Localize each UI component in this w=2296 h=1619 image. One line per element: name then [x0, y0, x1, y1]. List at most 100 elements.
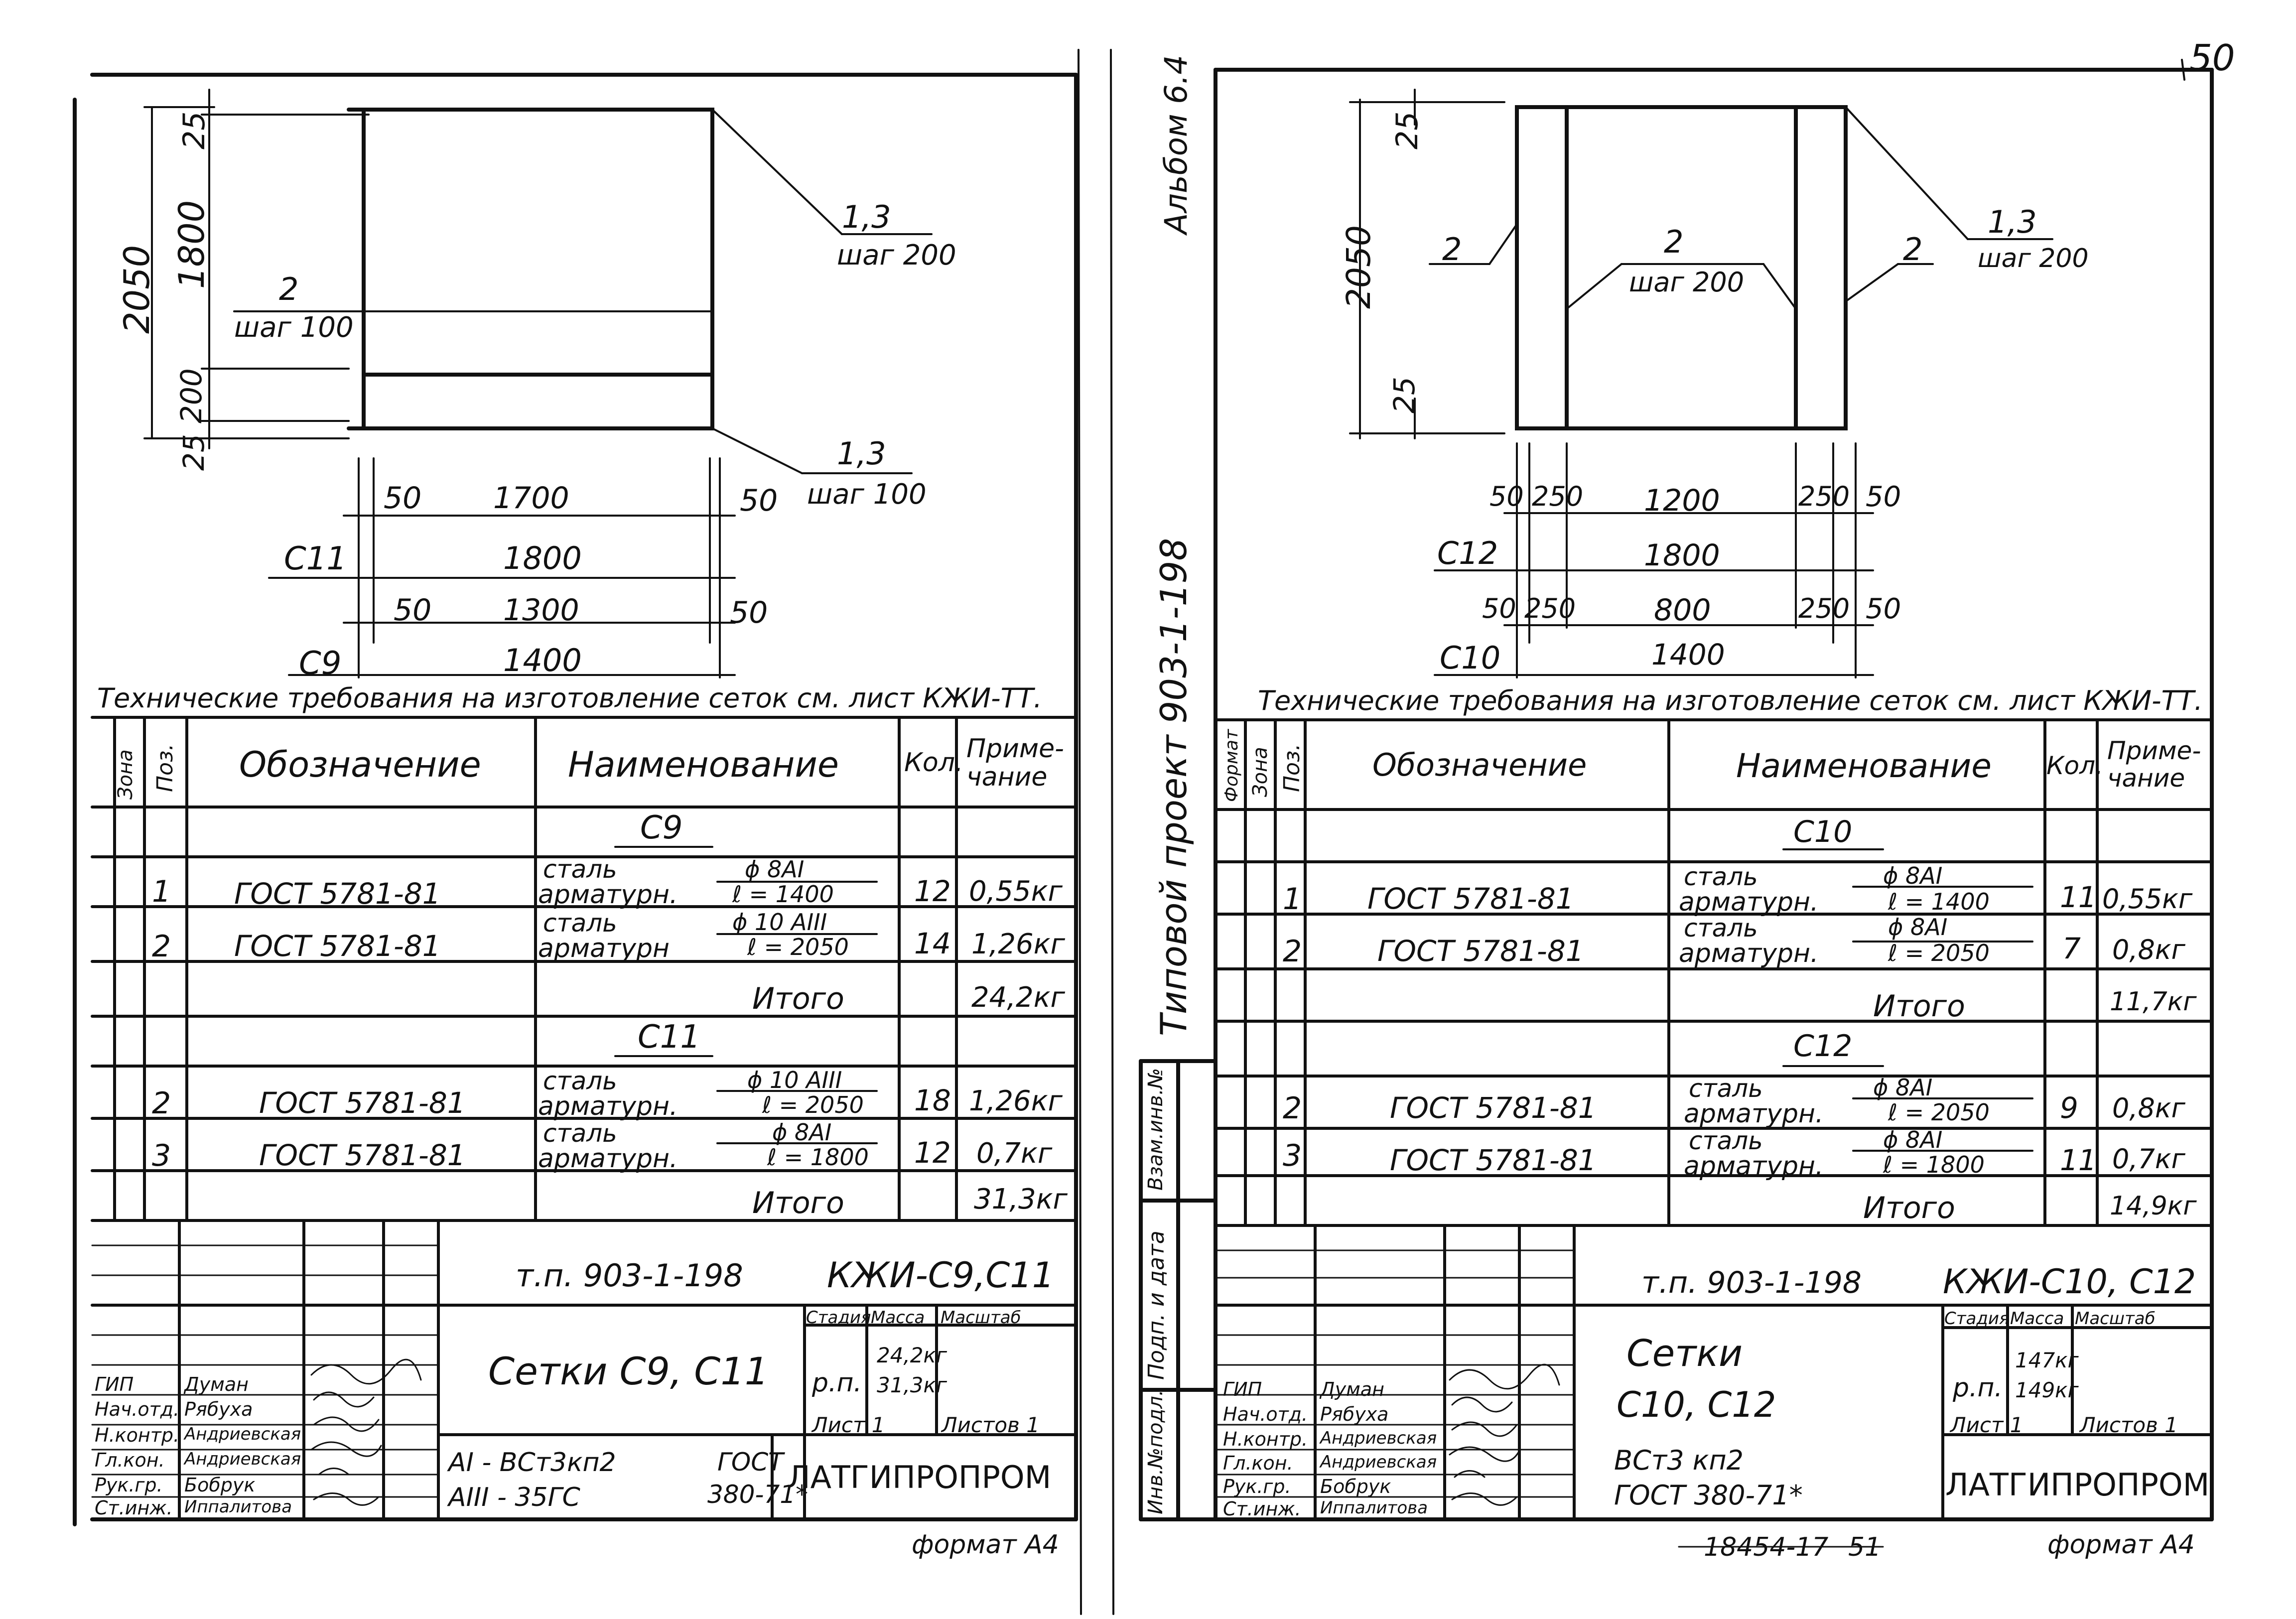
left-dim-vert-lower: 200 — [174, 368, 208, 423]
right-header-qty: Кол. — [2046, 751, 2103, 780]
left-title-block — [91, 1219, 1078, 1521]
left-dim-row3-right: 50 — [730, 595, 768, 630]
right-stamp-mass-h: Масса — [2010, 1309, 2064, 1329]
left-row3-mass: 1,26кг — [969, 1085, 1063, 1117]
left-row4-doc: ГОСТ 5781-81 — [259, 1138, 466, 1172]
left-total2-label: Итого — [752, 1186, 844, 1220]
right-row4-name2: арматурн. — [1684, 1151, 1824, 1181]
right-header-designation: Обозначение — [1372, 747, 1587, 783]
right-row3-mass: 0,8кг — [2112, 1092, 2185, 1124]
left-dim-row3-left: 50 — [394, 593, 432, 628]
left-role-4: Рук.гр. — [95, 1474, 163, 1496]
left-stamp-title: Сетки С9, С11 — [488, 1349, 769, 1393]
left-role-3: Гл.кон. — [95, 1449, 165, 1471]
right-row3-name1: сталь — [1689, 1074, 1763, 1103]
left-row2-name2: арматурн — [538, 934, 670, 963]
right-row2-name2: арматурн. — [1679, 939, 1819, 968]
left-name-4: Бобрук — [184, 1474, 256, 1496]
right-dim-vert-bottom: 25 — [1387, 377, 1421, 413]
left-stamp-material2: АIII - 35ГС — [448, 1483, 580, 1512]
right-header-format: Формат — [1221, 729, 1242, 802]
right-row4-qty: 11 — [2060, 1143, 2097, 1177]
right-row2-doc: ГОСТ 5781-81 — [1377, 934, 1584, 968]
right-row1-c: 1200 — [1644, 483, 1720, 518]
left-row3-len: ℓ = 2050 — [762, 1091, 864, 1118]
left-header-designation: Обозначение — [239, 744, 481, 785]
left-mark-c11: С11 — [284, 540, 347, 577]
right-total1-label: Итого — [1873, 989, 1965, 1024]
left-name-0: Думан — [184, 1373, 249, 1395]
left-row4-pos: 3 — [152, 1138, 171, 1173]
left-group-c11: С11 — [638, 1019, 701, 1056]
right-row2-qty: 7 — [2062, 932, 2081, 965]
right-mesh — [1515, 105, 1848, 430]
right-margin-cell-1: Подп. и дата — [1144, 1230, 1169, 1380]
right-stamp-title2: С10, С12 — [1617, 1384, 1776, 1425]
right-row1-qty: 11 — [2060, 880, 2097, 914]
right-stamp-title1: Сетки — [1626, 1332, 1743, 1375]
right-stamp-stage-h: Стадия — [1944, 1309, 2010, 1329]
right-row3-a: 50 — [1482, 593, 1516, 624]
right-header-zone: Зона — [1249, 747, 1272, 797]
left-stamp-sheet: Лист 1 — [812, 1413, 885, 1437]
right-name-1: Рябуха — [1320, 1403, 1389, 1425]
left-stamp-gost2: 380-71* — [707, 1480, 809, 1509]
left-title-rows — [91, 1244, 439, 1498]
right-row4-mass: 0,7кг — [2112, 1143, 2185, 1175]
left-row1-mass: 0,55кг — [969, 875, 1063, 908]
right-role-2: Н.контр. — [1223, 1428, 1308, 1450]
right-row2-pos: 2 — [1283, 934, 1302, 969]
right-row1-mass: 0,55кг — [2102, 883, 2193, 915]
right-row2-dia: ϕ 8АI — [1888, 914, 1948, 941]
left-stamp-stage: р.п. — [812, 1368, 862, 1398]
left-dimensions — [143, 89, 933, 678]
left-format: формат А4 — [912, 1530, 1059, 1560]
right-stamp-stage: р.п. — [1953, 1373, 2003, 1403]
right-dim-vert-total: 2050 — [1340, 225, 1378, 309]
left-callout-bottom-step: шаг 100 — [807, 478, 927, 511]
right-row2-len: ℓ = 2050 — [1888, 940, 1990, 966]
right-total2: 14,9кг — [2110, 1191, 2197, 1221]
right-stamp-project: т.п. 903-1-198 — [1641, 1265, 1862, 1300]
left-row2-doc: ГОСТ 5781-81 — [234, 929, 441, 963]
right-name-3: Андриевская — [1320, 1452, 1437, 1472]
left-name-2: Андриевская — [184, 1424, 301, 1444]
right-row1-doc: ГОСТ 5781-81 — [1367, 882, 1574, 916]
left-mesh — [347, 108, 714, 430]
left-callout-top-step: шаг 200 — [837, 239, 956, 271]
left-row4-mass: 0,7кг — [976, 1137, 1053, 1170]
left-dim-vert-top: 25 — [177, 111, 212, 149]
right-stamp-org: ЛАТГИПРОПРОМ — [1945, 1467, 2210, 1503]
right-mark-c12: С12 — [1437, 535, 1498, 571]
right-stamp-mass2: 149кг — [2015, 1378, 2079, 1402]
right-stamp-code: КЖИ-С10, С12 — [1943, 1262, 2196, 1302]
right-header-pos: Поз. — [1279, 743, 1305, 792]
left-spec-underlines — [614, 846, 878, 1144]
left-stamp-org: ЛАТГИПРОПРОМ — [787, 1459, 1052, 1495]
left-row4-name2: арматурн. — [538, 1144, 678, 1174]
right-spec-underlines — [1782, 848, 2033, 1152]
left-row4-len: ℓ = 1800 — [767, 1144, 869, 1171]
right-row1-a: 50 — [1489, 481, 1524, 512]
left-row2-dia: ϕ 10 АIII — [732, 909, 827, 936]
right-row3-pos: 2 — [1283, 1091, 1302, 1126]
left-frame — [73, 73, 1078, 1526]
left-row1-name1: сталь — [543, 855, 617, 884]
right-bottom-page: 51 — [1848, 1532, 1882, 1562]
right-stamp-mass1: 147кг — [2015, 1348, 2079, 1372]
right-callout-mid-pos: 2 — [1664, 224, 1684, 260]
right-row1-e: 50 — [1866, 481, 1901, 513]
right-row1-len: ℓ = 1400 — [1888, 888, 1990, 915]
left-group-c9: С9 — [640, 810, 683, 846]
right-callout-far-pos: 1,3 — [1988, 204, 2037, 240]
right-row3-b: 250 — [1524, 593, 1576, 624]
right-row3-c: 800 — [1654, 593, 1711, 628]
right-stamp-scale-h: Масштаб — [2075, 1309, 2156, 1329]
left-total2: 31,3кг — [974, 1183, 1068, 1215]
left-stamp-mass-h: Масса — [871, 1308, 925, 1328]
right-row1-dia: ϕ 8АI — [1883, 862, 1943, 889]
left-row2-name1: сталь — [543, 909, 617, 938]
left-row3-qty: 18 — [914, 1083, 951, 1117]
left-stamp-stage-h: Стадия — [806, 1308, 871, 1328]
